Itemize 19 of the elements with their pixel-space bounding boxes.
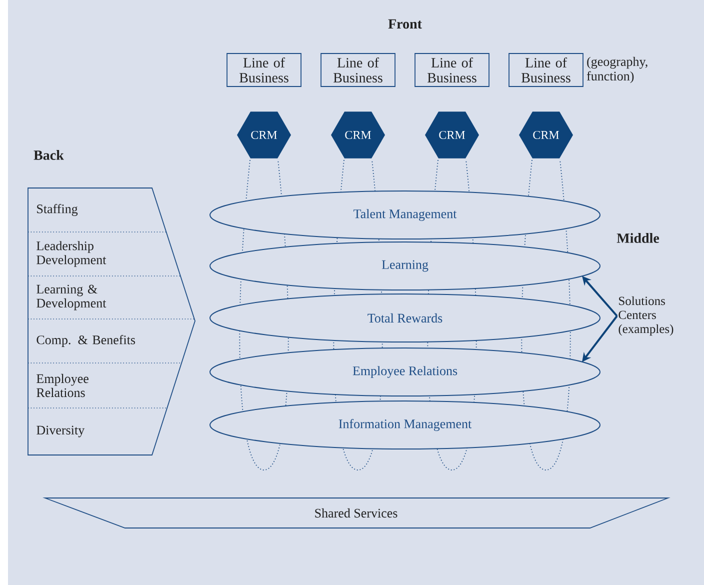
- crm-hexagon: CRM: [519, 112, 573, 158]
- crm-hexagon: CRM: [331, 112, 385, 158]
- crm-hexagon: CRM: [237, 112, 291, 158]
- category-cell: Employee Relations: [36, 374, 88, 398]
- category-cell: Leadership Development: [36, 241, 106, 267]
- callout-text: Solutions Centers (examples): [618, 296, 674, 336]
- section-heading: Front: [388, 19, 422, 29]
- business-box: Line of Business: [414, 53, 490, 87]
- category-cell: Diversity: [36, 426, 85, 438]
- category-cell: Learning & Development: [36, 284, 106, 310]
- note-text: (geography, function): [586, 56, 648, 84]
- crm-hexagon: CRM: [425, 112, 479, 158]
- category-cell: Staffing: [37, 204, 78, 216]
- business-box: Line of Business: [508, 53, 584, 87]
- node-label: Back: [34, 150, 64, 160]
- section-heading: Middle: [616, 233, 660, 243]
- business-box: Line of Business: [320, 53, 396, 87]
- business-box: Line of Business: [226, 53, 302, 87]
- category-cell: Comp. & Benefits: [36, 335, 136, 347]
